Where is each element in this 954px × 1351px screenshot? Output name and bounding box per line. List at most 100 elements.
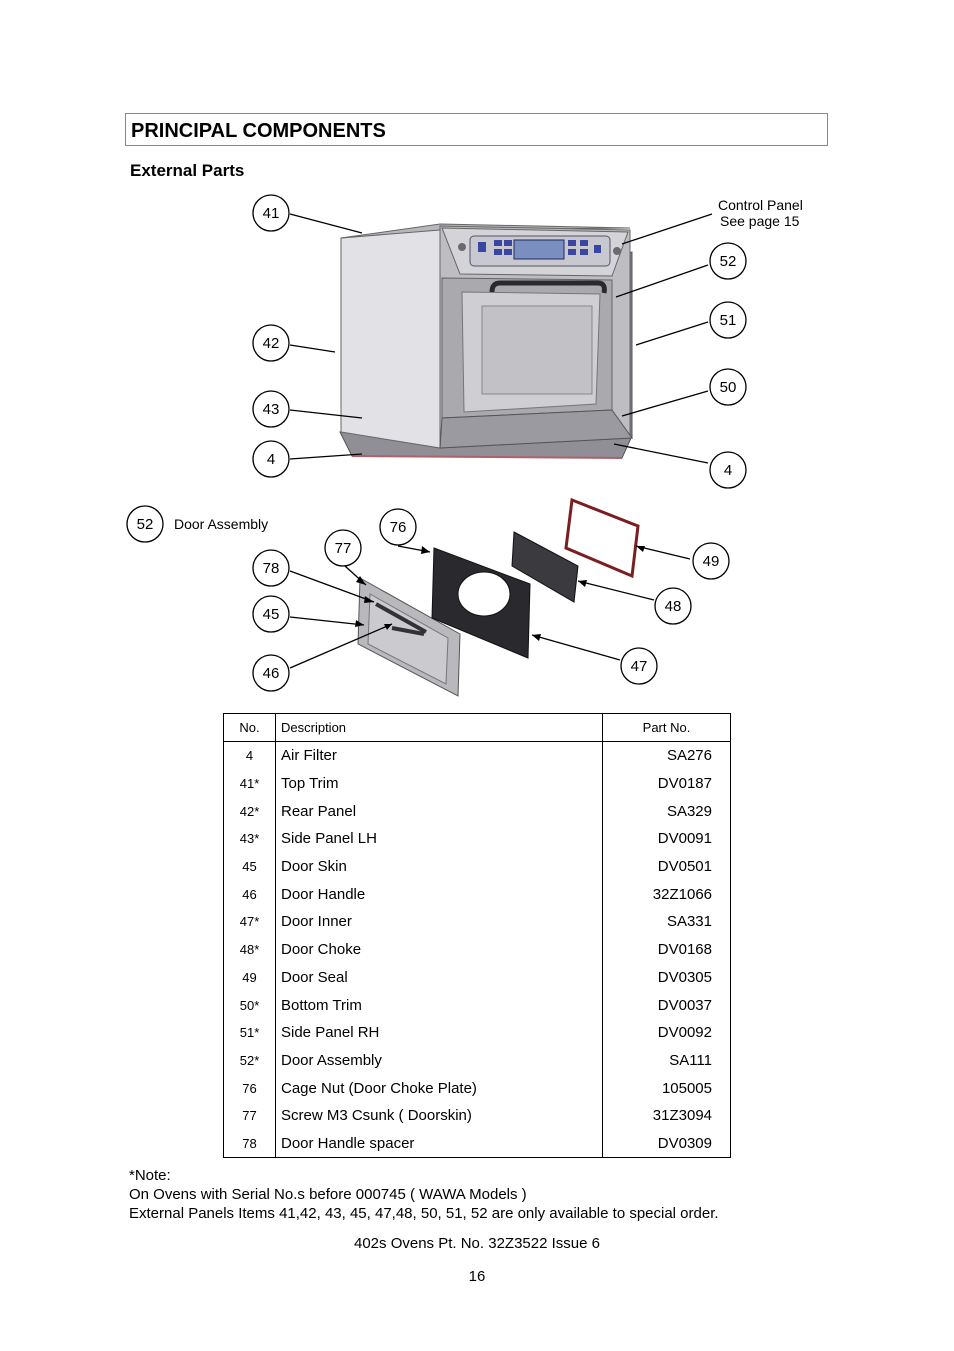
- svg-text:76: 76: [390, 519, 407, 536]
- section-subtitle: External Parts: [130, 161, 245, 180]
- cell-description: Door Skin: [275, 852, 603, 881]
- control-panel-note-line2: See page 15: [720, 213, 800, 229]
- cell-no: 78: [223, 1129, 276, 1159]
- callout-46: 46: [252, 654, 290, 692]
- callout-76: 76: [379, 508, 417, 546]
- section-header-box: PRINCIPAL COMPONENTS: [125, 113, 828, 146]
- cell-no: 41*: [223, 769, 276, 798]
- svg-text:45: 45: [263, 606, 280, 623]
- cell-description: Door Inner: [275, 908, 603, 936]
- svg-text:47: 47: [631, 658, 648, 675]
- cell-description: Cage Nut (Door Choke Plate): [275, 1074, 603, 1102]
- cell-part-no: DV0187: [602, 769, 731, 798]
- svg-text:41: 41: [263, 205, 280, 222]
- cell-description: Door Handle: [275, 880, 603, 909]
- svg-text:4: 4: [267, 451, 275, 468]
- cell-no: 52*: [223, 1046, 276, 1075]
- door-assembly-label: Door Assembly: [174, 516, 268, 532]
- cell-no: 50*: [223, 991, 276, 1019]
- page-number: 16: [468, 1268, 486, 1285]
- cell-no: 43*: [223, 825, 276, 853]
- svg-text:78: 78: [263, 560, 280, 577]
- cell-part-no: 32Z1066: [602, 880, 731, 909]
- cell-description: Side Panel RH: [275, 1018, 603, 1047]
- note-line-serial: On Ovens with Serial No.s before 000745 …: [129, 1186, 527, 1203]
- svg-text:51: 51: [720, 312, 737, 329]
- callout-49: 49: [692, 542, 730, 580]
- cell-part-no: DV0168: [602, 935, 731, 964]
- svg-text:50: 50: [720, 379, 737, 396]
- note-line-panels: External Panels Items 41,42, 43, 45, 47,…: [129, 1205, 719, 1222]
- svg-text:52: 52: [137, 516, 154, 533]
- cell-no: 49: [223, 963, 276, 992]
- cell-description: Door Choke: [275, 935, 603, 964]
- callout-52: 52: [709, 242, 747, 280]
- door-assembly-illustration: [357, 497, 640, 697]
- cell-description: Top Trim: [275, 769, 603, 798]
- callout-42: 42: [252, 324, 290, 362]
- cell-no: 51*: [223, 1018, 276, 1047]
- svg-text:43: 43: [263, 401, 280, 418]
- cell-description: Door Handle spacer: [275, 1129, 603, 1159]
- cell-part-no: DV0092: [602, 1018, 731, 1047]
- callout-4-right: 4: [709, 451, 747, 489]
- cell-no: 77: [223, 1101, 276, 1130]
- cell-description: Bottom Trim: [275, 991, 603, 1019]
- cell-no: 4: [223, 741, 276, 770]
- callout-45: 45: [252, 595, 290, 633]
- callout-47: 47: [620, 647, 658, 685]
- cell-description: Side Panel LH: [275, 825, 603, 853]
- svg-text:77: 77: [335, 540, 352, 557]
- table-header-row: No. Description Part No.: [223, 713, 731, 742]
- cell-no: 45: [223, 852, 276, 881]
- callout-48: 48: [654, 587, 692, 625]
- page-title: PRINCIPAL COMPONENTS: [131, 120, 386, 142]
- cell-no: 76: [223, 1074, 276, 1102]
- callout-43: 43: [252, 390, 290, 428]
- leader-arrowheads: [355, 546, 645, 641]
- svg-text:46: 46: [263, 665, 280, 682]
- cell-no: 47*: [223, 908, 276, 936]
- cell-no: 42*: [223, 797, 276, 826]
- svg-text:49: 49: [703, 553, 720, 570]
- leader-lines: [289, 213, 713, 669]
- column-header-no: No.: [223, 713, 276, 742]
- cell-description: Door Seal: [275, 963, 603, 992]
- callout-77: 77: [324, 529, 362, 567]
- svg-text:52: 52: [720, 253, 737, 270]
- callout-50: 50: [709, 368, 747, 406]
- cell-part-no: DV0091: [602, 825, 731, 853]
- cell-description: Door Assembly: [275, 1046, 603, 1075]
- svg-text:48: 48: [665, 598, 682, 615]
- cell-part-no: SA329: [602, 797, 731, 826]
- control-panel-note-line1: Control Panel: [718, 197, 803, 213]
- cell-part-no: DV0037: [602, 991, 731, 1019]
- cell-part-no: 105005: [602, 1074, 731, 1102]
- cell-part-no: DV0501: [602, 852, 731, 881]
- cell-description: Screw M3 Csunk ( Doorskin): [275, 1101, 603, 1130]
- callout-51: 51: [709, 301, 747, 339]
- callout-52-door-assembly: 52: [126, 505, 164, 543]
- cell-part-no: DV0309: [602, 1129, 731, 1159]
- oven-illustration: [339, 223, 633, 459]
- cell-part-no: DV0305: [602, 963, 731, 992]
- svg-text:42: 42: [263, 335, 280, 352]
- exploded-parts-diagram: 41 42 43 4 52 51 50 4 Control Panel See …: [126, 194, 803, 697]
